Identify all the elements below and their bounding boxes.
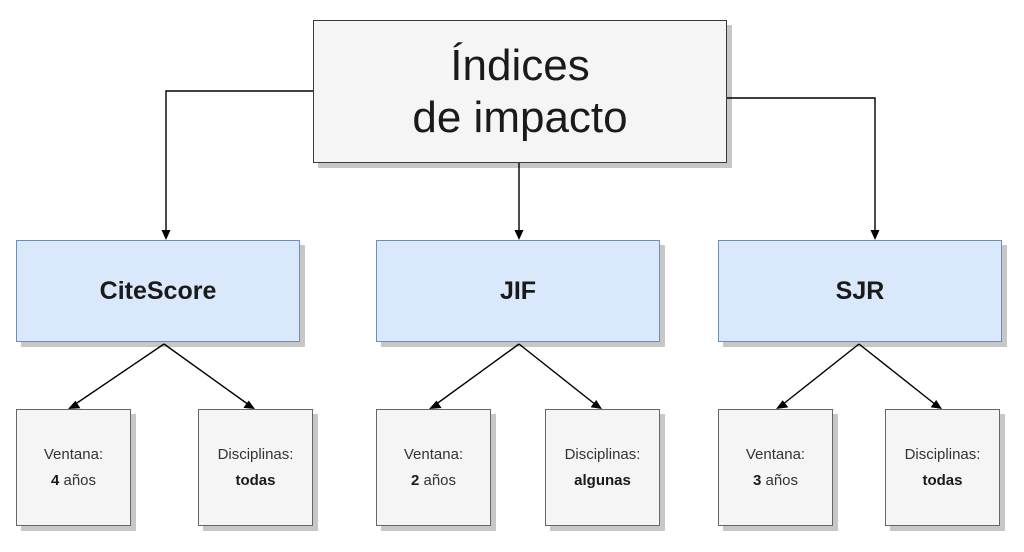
window-number: 3 [752, 471, 762, 489]
disciplines-value: todas [922, 468, 962, 494]
connector-sjr-disciplines [858, 343, 942, 409]
connector-root-citescore [161, 90, 313, 240]
metric-label: SJR [835, 276, 885, 305]
disciplines-text: todas [235, 471, 276, 489]
window-node-jif: Ventana: 2 años [376, 409, 491, 526]
root-node: Índices de impacto [313, 20, 727, 163]
disciplines-text: todas [922, 471, 963, 489]
window-number: 4 [50, 471, 60, 489]
disciplines-label: Disciplinas: [564, 445, 641, 463]
disciplines-node-sjr: Disciplinas: todas [885, 409, 1000, 526]
window-number: 2 [410, 471, 420, 489]
metric-label: CiteScore [99, 276, 217, 305]
disciplines-label: Disciplinas: [217, 445, 294, 463]
window-label: Ventana: [745, 445, 806, 463]
connector-citescore-disciplines [163, 343, 255, 409]
window-value: 4 años [51, 468, 96, 494]
connector-sjr-window [776, 343, 860, 409]
connector-jif-disciplines [518, 343, 602, 409]
window-node-citescore: Ventana: 4 años [16, 409, 131, 526]
connector-jif-window [429, 343, 520, 409]
window-value: 2 años [411, 468, 456, 494]
connector-citescore-window [68, 343, 165, 409]
disciplines-node-citescore: Disciplinas: todas [198, 409, 313, 526]
window-label: Ventana: [43, 445, 104, 463]
window-value: 3 años [753, 468, 798, 494]
window-label: Ventana: [403, 445, 464, 463]
window-unit: años [765, 471, 799, 489]
window-node-sjr: Ventana: 3 años [718, 409, 833, 526]
root-title-line2: de impacto [412, 92, 628, 142]
disciplines-value: algunas [574, 468, 631, 494]
metric-node-sjr: SJR [718, 240, 1002, 342]
metric-node-jif: JIF [376, 240, 660, 342]
metric-node-citescore: CiteScore [16, 240, 300, 342]
disciplines-node-jif: Disciplinas: algunas [545, 409, 660, 526]
window-unit: años [63, 471, 97, 489]
connector-root-sjr [727, 97, 880, 240]
disciplines-label: Disciplinas: [904, 445, 981, 463]
disciplines-text: algunas [574, 471, 631, 489]
connector-root-jif [514, 163, 524, 240]
disciplines-value: todas [235, 468, 275, 494]
window-unit: años [423, 471, 457, 489]
root-title-line1: Índices [450, 40, 590, 90]
metric-label: JIF [499, 276, 537, 305]
